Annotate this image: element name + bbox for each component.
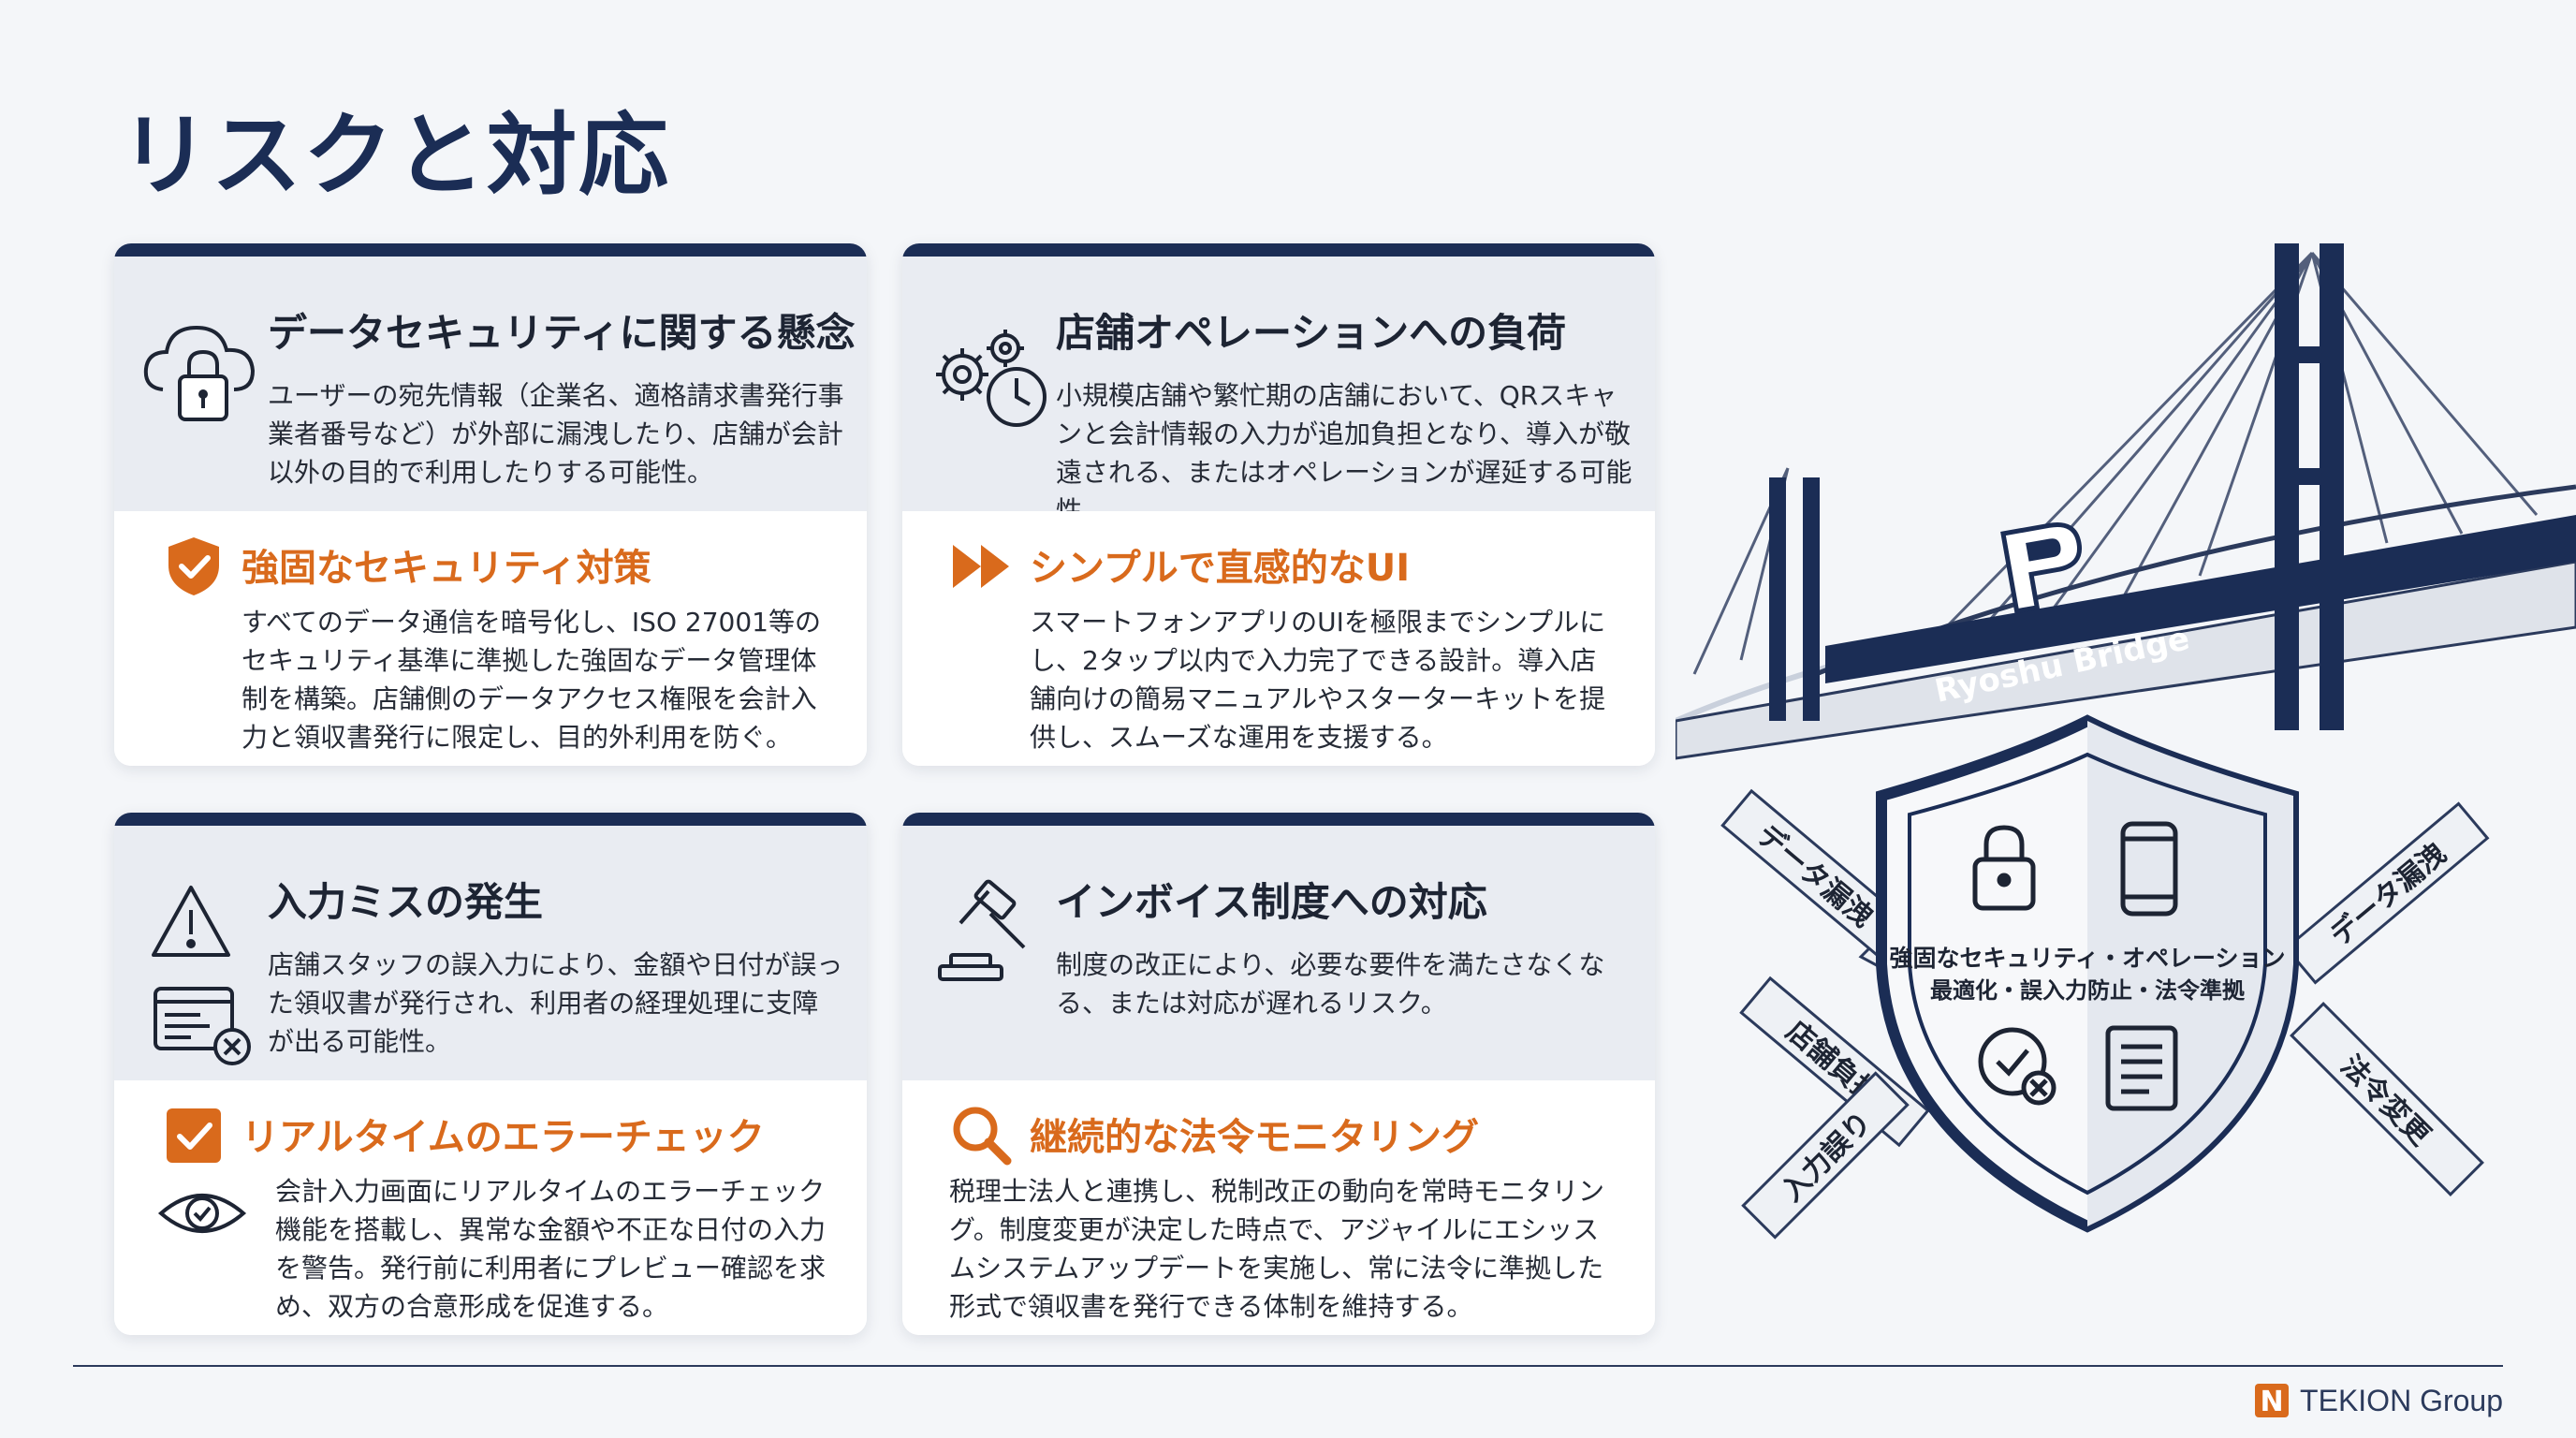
solution-section: リアルタイムのエラーチェック 会計入力画面にリアルタイムのエラーチェック機能を搭… bbox=[114, 1080, 867, 1335]
page-title: リスクと対応 bbox=[120, 103, 670, 208]
risk-description: 店舗スタッフの誤入力により、金額や日付が誤った領収書が発行され、利用者の経理処理… bbox=[268, 949, 843, 1057]
smartphone-icon bbox=[2120, 821, 2178, 917]
risk-section: データセキュリティに関する懸念 ユーザーの宛先情報（企業名、適格請求書発行事業者… bbox=[114, 257, 867, 511]
risk-title: 入力ミスの発生 bbox=[268, 879, 544, 925]
risk-section: 入力ミスの発生 店舗スタッフの誤入力により、金額や日付が誤った領収書が発行され、… bbox=[114, 826, 867, 1080]
bridge-shield-illustration: Ryoshu Bridge データ漏洩 店舗負担 入力誤り データ漏洩 法令変更 bbox=[1676, 243, 2576, 1240]
warning-form-icon bbox=[152, 886, 251, 1065]
lock-icon bbox=[1972, 825, 2036, 911]
solution-title: シンプルで直感的なUI bbox=[1030, 547, 1411, 590]
risk-card-store-operation: 店舗オペレーションへの負荷 小規模店舗や繁忙期の店舗において、QRスキャンと会計… bbox=[902, 243, 1655, 766]
solution-section: 強固なセキュリティ対策 すべてのデータ通信を暗号化し、ISO 27001等のセキ… bbox=[114, 511, 867, 766]
shield-check-icon bbox=[168, 537, 219, 595]
bridge: Ryoshu Bridge bbox=[1676, 243, 2576, 760]
risk-card-input-error: 入力ミスの発生 店舗スタッフの誤入力により、金額や日付が誤った領収書が発行され、… bbox=[114, 813, 867, 1335]
risk-title: 店舗オペレーションへの負荷 bbox=[1056, 310, 1567, 356]
arrow-label-top-left: データ漏洩 bbox=[1750, 818, 1879, 933]
shield-text-line2: 最適化・誤入力防止・法令準拠 bbox=[1930, 977, 2246, 1004]
footer-divider bbox=[73, 1365, 2503, 1367]
gavel-icon bbox=[938, 879, 1026, 981]
eye-check-icon bbox=[157, 1194, 247, 1233]
arrow-top-right: データ漏洩 bbox=[2284, 801, 2490, 985]
solution-description: スマートフォンアプリのUIを極限までシンプルにし、2タップ以内で入力完了できる設… bbox=[1030, 607, 1606, 753]
arrow-label-top-right: データ漏洩 bbox=[2324, 837, 2452, 952]
solution-title: 継続的な法令モニタリング bbox=[1030, 1116, 1479, 1159]
shield: 強固なセキュリティ・オペレーション 最適化・誤入力防止・法令準拠 bbox=[1876, 714, 2299, 1233]
risk-title: データセキュリティに関する懸念 bbox=[268, 310, 856, 356]
document-scroll-icon bbox=[2105, 1025, 2178, 1111]
tekion-logo-icon: N bbox=[2255, 1384, 2290, 1418]
risk-card-data-security: データセキュリティに関する懸念 ユーザーの宛先情報（企業名、適格請求書発行事業者… bbox=[114, 243, 867, 766]
arrow-bottom-right: 法令変更 bbox=[2290, 1002, 2484, 1196]
risk-section: 店舗オペレーションへの負荷 小規模店舗や繁忙期の店舗において、QRスキャンと会計… bbox=[902, 257, 1655, 526]
risk-description: ユーザーの宛先情報（企業名、適格請求書発行事業者番号など）が外部に漏洩したり、店… bbox=[268, 380, 844, 488]
cloud-lock-icon bbox=[143, 325, 256, 421]
risk-section: インボイス制度への対応 制度の改正により、必要な要件を満たさなくなる、または対応… bbox=[902, 826, 1655, 1080]
checkbox-icon bbox=[167, 1108, 221, 1163]
brand-name: TEKION Group bbox=[2300, 1383, 2503, 1417]
risk-title: インボイス制度への対応 bbox=[1056, 879, 1487, 925]
solution-section: 継続的な法令モニタリング 税理士法人と連携し、税制改正の動向を常時モニタリング。… bbox=[902, 1080, 1655, 1335]
footer-brand: N TEKION Group bbox=[2253, 1382, 2503, 1419]
solution-description: すべてのデータ通信を暗号化し、ISO 27001等のセキュリティ基準に準拠した強… bbox=[242, 607, 821, 753]
solution-description: 税理士法人と連携し、税制改正の動向を常時モニタリング。制度変更が決定した時点で、… bbox=[949, 1176, 1605, 1322]
solution-description: 会計入力画面にリアルタイムのエラーチェック機能を搭載し、異常な金額や不正な日付の… bbox=[275, 1176, 827, 1322]
check-x-icon bbox=[1978, 1027, 2056, 1106]
gears-clock-icon bbox=[936, 330, 1046, 427]
svg-text:N: N bbox=[2260, 1386, 2283, 1418]
risk-card-invoice-system: インボイス制度への対応 制度の改正により、必要な要件を満たさなくなる、または対応… bbox=[902, 813, 1655, 1335]
solution-section: シンプルで直感的なUI スマートフォンアプリのUIを極限までシンプルにし、2タッ… bbox=[902, 511, 1655, 766]
solution-title: 強固なセキュリティ対策 bbox=[242, 547, 651, 590]
risk-description: 制度の改正により、必要な要件を満たさなくなる、または対応が遅れるリスク。 bbox=[1056, 949, 1605, 1019]
arrow-bottom-left: 入力誤り bbox=[1741, 1071, 1910, 1240]
solution-title: リアルタイムのエラーチェック bbox=[242, 1116, 765, 1159]
risk-description: 小規模店舗や繁忙期の店舗において、QRスキャンと会計情報の入力が追加負担となり、… bbox=[1056, 380, 1632, 526]
fast-forward-icon bbox=[953, 545, 1009, 588]
magnifier-icon bbox=[953, 1107, 1012, 1166]
ryoshu-p-logo bbox=[2000, 522, 2083, 614]
shield-text-line1: 強固なセキュリティ・オペレーション bbox=[1889, 945, 2285, 972]
